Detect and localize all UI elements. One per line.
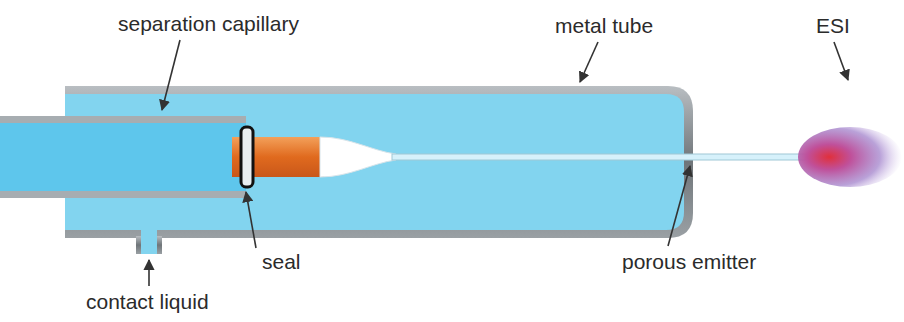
leader-arrow: [148, 260, 150, 286]
leader-arrow: [668, 166, 690, 246]
part-label: porous emitter: [622, 250, 756, 273]
leader-arrow: [834, 42, 848, 80]
part-label: contact liquid: [86, 290, 209, 313]
leader-arrow: [580, 42, 598, 82]
leader-arrow: [162, 40, 180, 110]
part-label: separation capillary: [118, 12, 299, 35]
tapered-tip: [320, 137, 396, 177]
part-label: ESI: [816, 14, 850, 37]
separation-capillary: [0, 116, 246, 198]
inlet-liquid: [141, 228, 157, 254]
porous-emitter: [392, 154, 806, 160]
leader-arrow: [246, 192, 256, 248]
esi-spray: [798, 127, 902, 187]
capillary-bore: [0, 123, 246, 191]
part-label: metal tube: [555, 14, 653, 37]
part-label: seal: [262, 250, 301, 273]
seal-ring: [241, 127, 253, 187]
